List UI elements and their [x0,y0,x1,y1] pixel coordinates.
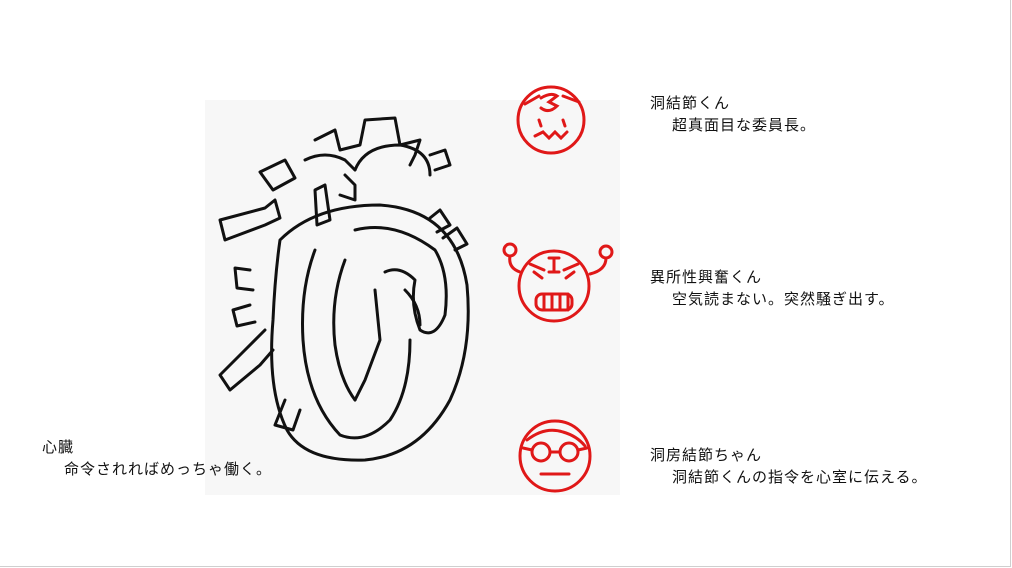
heart-caption: 心臓 命令されればめっちゃ働く。 [42,436,272,480]
heart-name: 心臓 [42,438,75,456]
node-desc-1: 超真面目な委員長。 [672,116,817,134]
sinus-node-face [513,82,589,158]
node-desc-2: 空気読まない。突然騒ぎ出す。 [672,290,895,308]
node-caption-2: 異所性興奮くん 空気読まない。突然騒ぎ出す。 [650,266,895,310]
excited-face-icon [502,242,614,323]
node-caption-1: 洞結節くん 超真面目な委員長。 [650,92,816,136]
ectopic-excitation-face [498,238,616,328]
heart-desc: 命令されればめっちゃ働く。 [64,460,273,478]
node-caption-3: 洞房結節ちゃん 洞結節くんの指令を心室に伝える。 [650,444,928,488]
heart-icon [218,116,470,462]
s-face-icon [516,85,586,155]
node-name-3: 洞房結節ちゃん [650,446,763,464]
node-name-1: 洞結節くん [650,94,731,112]
node-desc-3: 洞結節くんの指令を心室に伝える。 [672,468,928,486]
glasses-face-icon [518,419,592,493]
node-name-2: 異所性興奮くん [650,268,763,286]
av-node-face [515,416,595,494]
